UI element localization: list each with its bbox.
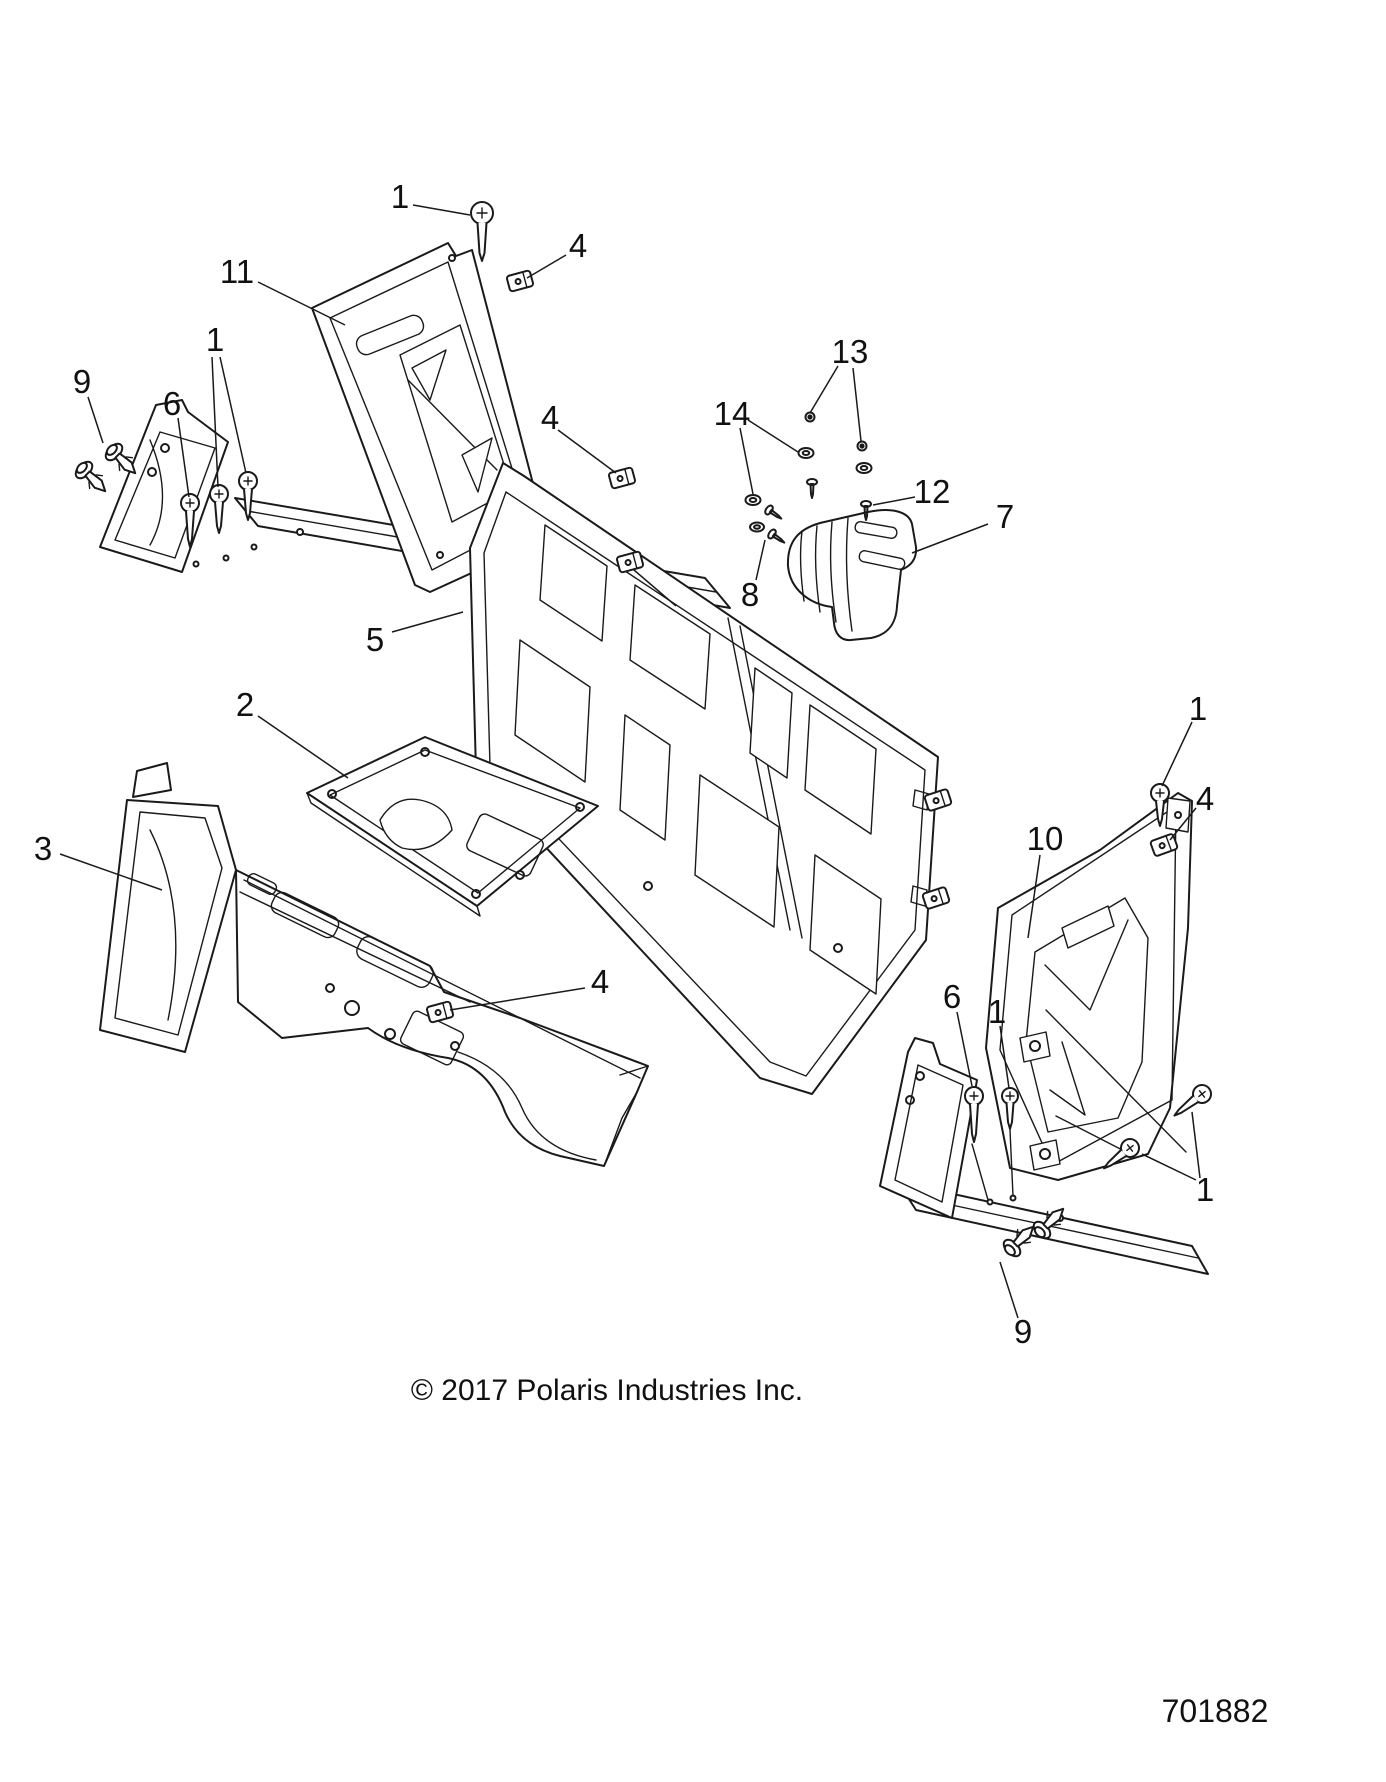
part-5-rear-closeoff-panel [469, 462, 939, 1095]
washer [749, 521, 765, 533]
callout-6-left-screw: 6 [163, 385, 181, 422]
callout-6-right-screw: 6 [943, 978, 961, 1015]
push-rivet [104, 442, 137, 475]
screw-dot [856, 440, 868, 452]
callout-8-hardware: 8 [741, 576, 759, 613]
callout-12-screw: 12 [914, 473, 951, 510]
push-rivet [1032, 1207, 1065, 1240]
screw [1173, 1084, 1212, 1117]
screw [180, 493, 200, 548]
screw [470, 201, 494, 262]
hardware-cluster [744, 411, 873, 544]
figure-part-number: 701882 [1162, 1693, 1269, 1729]
washer [797, 447, 815, 459]
part-base-rail-right [897, 1181, 1209, 1275]
callout-14-washers: 14 [714, 395, 751, 432]
clip [426, 1000, 454, 1024]
callout-1-top-screw: 1 [391, 178, 409, 215]
copyright-text: © 2017 Polaris Industries Inc. [411, 1374, 803, 1407]
push-rivet [1002, 1225, 1035, 1258]
screw-dot [804, 411, 816, 423]
small-screw [860, 500, 872, 521]
callout-1-angled-screws: 1 [1196, 1171, 1214, 1208]
clip [616, 550, 644, 574]
part-wing-panel-right [879, 1037, 978, 1219]
callout-4-top-clip: 4 [569, 227, 587, 264]
clip [921, 886, 951, 910]
clip [506, 269, 534, 293]
callout-7-cover: 7 [996, 498, 1014, 535]
screw [1150, 783, 1170, 827]
callout-1-right-screw: 1 [1189, 690, 1207, 727]
callout-1-left-screws: 1 [206, 321, 224, 358]
part-wing-panel-left [99, 399, 229, 573]
small-screw [767, 528, 786, 544]
callout-9-right-rivets: 9 [1014, 1313, 1032, 1350]
callout-11-panel: 11 [220, 253, 254, 290]
small-screw [806, 478, 818, 499]
callout-10-panel: 10 [1027, 820, 1064, 857]
callout-4-floor-clip: 4 [591, 963, 609, 1000]
callout-4-right-clip: 4 [1196, 780, 1214, 817]
part-10-seatback-panel-right [985, 792, 1193, 1181]
push-rivet [74, 460, 107, 493]
screw [238, 471, 258, 521]
callout-13-screws: 13 [832, 333, 869, 370]
screw [209, 484, 229, 534]
callout-9-left-rivets: 9 [73, 363, 91, 400]
clip [608, 466, 636, 490]
callout-1-right-screw2: 1 [988, 993, 1006, 1030]
small-screw [764, 504, 783, 520]
leader-lines [59, 204, 1201, 1319]
part-7-cover [786, 509, 918, 642]
part-2-floor-panel [306, 736, 599, 917]
callout-2-floor: 2 [236, 686, 254, 723]
screw [1001, 1087, 1019, 1130]
callout-4-mid-clip: 4 [541, 399, 559, 436]
washer [744, 494, 762, 506]
callout-5-rear-panel: 5 [366, 621, 384, 658]
callout-3-closeoff: 3 [34, 830, 52, 867]
clip [923, 788, 953, 812]
screw [1102, 1138, 1140, 1170]
callouts: 1 4 11 1 9 6 4 5 2 3 4 13 14 12 7 8 1 4 … [34, 178, 1214, 1350]
screw [964, 1086, 984, 1143]
washer [855, 462, 873, 474]
